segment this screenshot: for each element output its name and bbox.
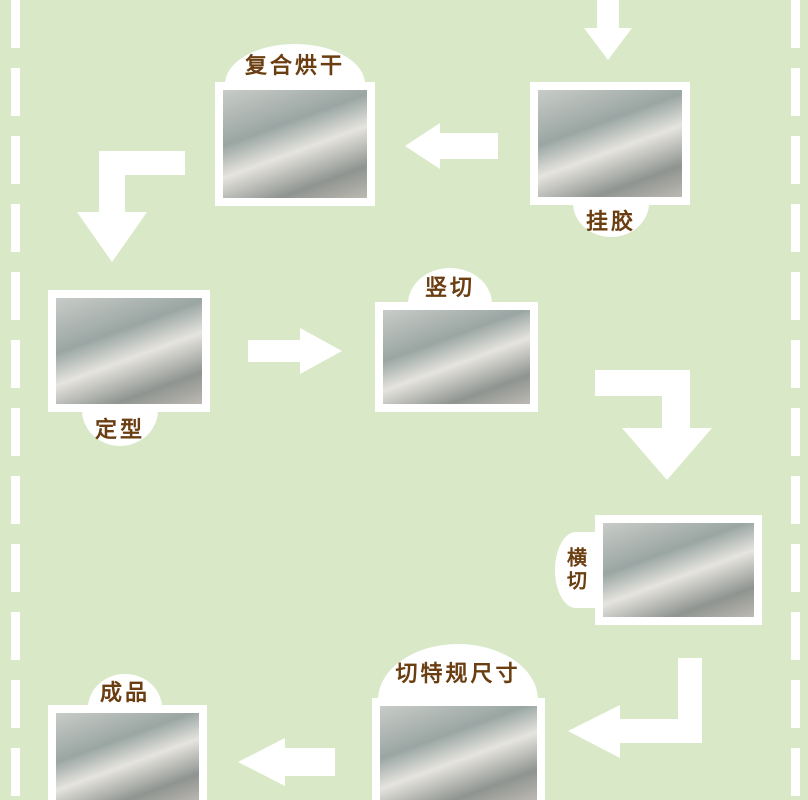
step-photo-horizontal-cut bbox=[595, 515, 762, 625]
arrow-left-icon bbox=[405, 123, 498, 169]
step-label: 复合烘干 bbox=[225, 44, 365, 84]
arrow-down-icon bbox=[584, 0, 632, 60]
step-label: 横切 bbox=[555, 532, 597, 608]
step-label: 成品 bbox=[88, 674, 162, 708]
arrow-elbow-left-icon bbox=[568, 658, 702, 758]
step-photo-shaping bbox=[48, 290, 210, 412]
arrow-left-icon bbox=[238, 738, 335, 786]
arrow-right-icon bbox=[248, 328, 342, 374]
step-photo-vertical-cut bbox=[375, 302, 538, 412]
step-photo-laminating-drying bbox=[215, 82, 375, 206]
step-photo-finished-product bbox=[48, 705, 207, 800]
step-photo-gluing bbox=[530, 82, 690, 205]
right-dashed-border bbox=[791, 0, 800, 800]
arrow-elbow-down-icon bbox=[595, 370, 712, 480]
arrow-elbow-down-icon bbox=[77, 151, 185, 262]
step-photo-special-size-cut bbox=[372, 698, 545, 800]
left-dashed-border bbox=[11, 0, 20, 800]
